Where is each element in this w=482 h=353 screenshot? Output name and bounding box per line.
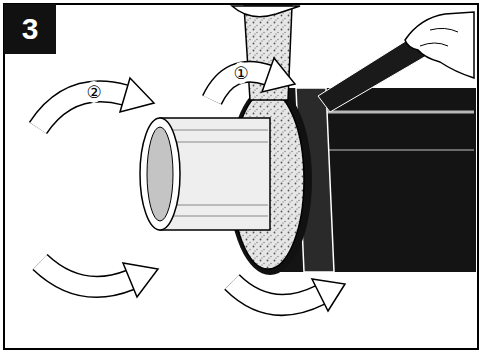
panel-number: 3 <box>22 12 39 46</box>
pipe-bore <box>147 127 173 221</box>
rotation-arrow <box>38 78 154 128</box>
pipe-end <box>140 118 180 230</box>
pipe-shading <box>170 130 268 216</box>
callout-number: ② <box>85 81 102 103</box>
wrap-arrow <box>212 58 295 100</box>
hand-detail <box>420 28 458 46</box>
hand <box>405 12 474 78</box>
panel-number-box <box>4 4 56 54</box>
frame <box>4 4 478 349</box>
hand <box>232 6 300 17</box>
rotation-arrow <box>40 262 158 297</box>
callout-number: ① <box>232 62 249 84</box>
rotation-arrow <box>232 279 345 311</box>
